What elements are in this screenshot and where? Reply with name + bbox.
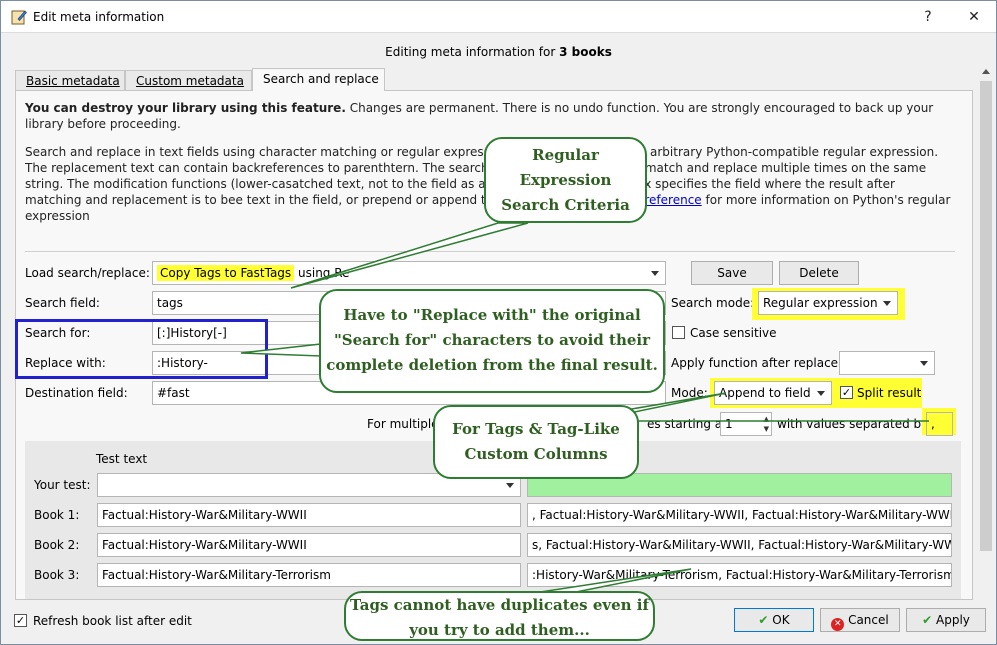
replace-with-label: Replace with:: [25, 356, 106, 370]
scroll-thumb[interactable]: [980, 81, 992, 551]
cancel-icon: ✕: [831, 618, 845, 631]
search-replace-focus-box: [15, 319, 268, 379]
search-for-label: Search for:: [25, 326, 91, 340]
delete-button[interactable]: Delete: [779, 261, 859, 285]
book3-label: Book 3:: [34, 568, 80, 582]
scroll-up-icon[interactable]: [982, 69, 990, 74]
warning-text: You can destroy your library using this …: [25, 101, 934, 131]
page-heading: Editing meta information for 3 books: [385, 45, 612, 59]
case-sensitive-checkbox[interactable]: [672, 326, 685, 339]
apply-button[interactable]: ✔ Apply: [906, 608, 986, 632]
book2-input[interactable]: Factual:History-War&Military-WWII: [97, 533, 521, 557]
tab-search-replace[interactable]: Search and replace: [252, 68, 385, 91]
duplicates-callout: Tags cannot have duplicates even if you …: [344, 591, 655, 641]
refresh-checkbox[interactable]: ✓: [14, 614, 27, 627]
tags-callout: For Tags & Tag-Like Custom Columns: [433, 405, 639, 479]
chevron-down-icon: [651, 271, 659, 276]
case-sensitive-label: Case sensitive: [690, 326, 777, 340]
spin-arrows-icon[interactable]: ▲▼: [763, 415, 769, 433]
refresh-label: Refresh book list after edit: [33, 614, 192, 628]
separated-label: with values separated by: [777, 417, 929, 431]
mode-label: Mode:: [671, 386, 708, 400]
regex-callout: Regular Expression Search Criteria: [484, 137, 647, 223]
mode-combo[interactable]: Append to field: [714, 381, 832, 405]
panel-scrollbar[interactable]: [979, 65, 993, 585]
help-button[interactable]: ?: [924, 9, 932, 25]
divider: [25, 251, 955, 252]
start-spinbox[interactable]: 1 ▲▼: [720, 412, 772, 436]
book2-label: Book 2:: [34, 538, 80, 552]
save-button[interactable]: Save: [691, 261, 773, 285]
edit-metadata-icon: [11, 10, 27, 25]
search-mode-combo[interactable]: Regular expression: [758, 291, 898, 315]
book1-input[interactable]: Factual:History-War&Military-WWII: [97, 503, 521, 527]
tab-custom-metadata[interactable]: Custom metadata: [125, 70, 252, 90]
chevron-down-icon: [920, 361, 928, 366]
multiple-prefix: For multiple: [367, 417, 439, 431]
replace-callout: Have to "Replace with" the original "Sea…: [319, 289, 665, 393]
close-button[interactable]: ✕: [968, 9, 980, 25]
book3-input[interactable]: Factual:History-War&Military-Terrorism: [97, 563, 521, 587]
search-field-label: Search field:: [25, 296, 100, 310]
check-icon: ✔: [922, 613, 933, 627]
cancel-button[interactable]: ✕ Cancel: [820, 608, 900, 632]
ok-button[interactable]: ✔ OK: [734, 608, 814, 632]
split-result-label: Split result: [857, 386, 922, 400]
book1-label: Book 1:: [34, 508, 80, 522]
chevron-down-icon: [506, 483, 514, 488]
apply-function-label: Apply function after replace:: [671, 356, 843, 370]
destination-label: Destination field:: [25, 386, 128, 400]
chevron-down-icon: [817, 391, 825, 396]
your-test-label: Your test:: [34, 478, 91, 492]
title-bar: Edit meta information ? ✕: [1, 1, 996, 33]
tab-basic-metadata[interactable]: Basic metadata: [15, 70, 125, 90]
load-search-combo[interactable]: Copy Tags to FastTags using Re: [152, 261, 666, 285]
search-mode-label: Search mode:: [671, 296, 755, 310]
book2-result: s, Factual:History-War&Military-WWII, Fa…: [527, 533, 952, 557]
test-text-header: Test text: [96, 452, 148, 466]
window-title: Edit meta information: [33, 10, 165, 24]
book3-result: :History-War&Military-Terrorism, Factual…: [527, 563, 952, 587]
chevron-down-icon: [883, 301, 891, 306]
multiple-suffix: es starting at: [647, 417, 727, 431]
book1-result: , Factual:History-War&Military-WWII, Fac…: [527, 503, 952, 527]
check-icon: ✔: [758, 613, 769, 627]
separator-input[interactable]: ,: [926, 412, 953, 436]
apply-function-combo[interactable]: [839, 351, 935, 375]
split-result-checkbox[interactable]: ✓: [840, 386, 853, 399]
load-label: Load search/replace:: [25, 266, 150, 280]
